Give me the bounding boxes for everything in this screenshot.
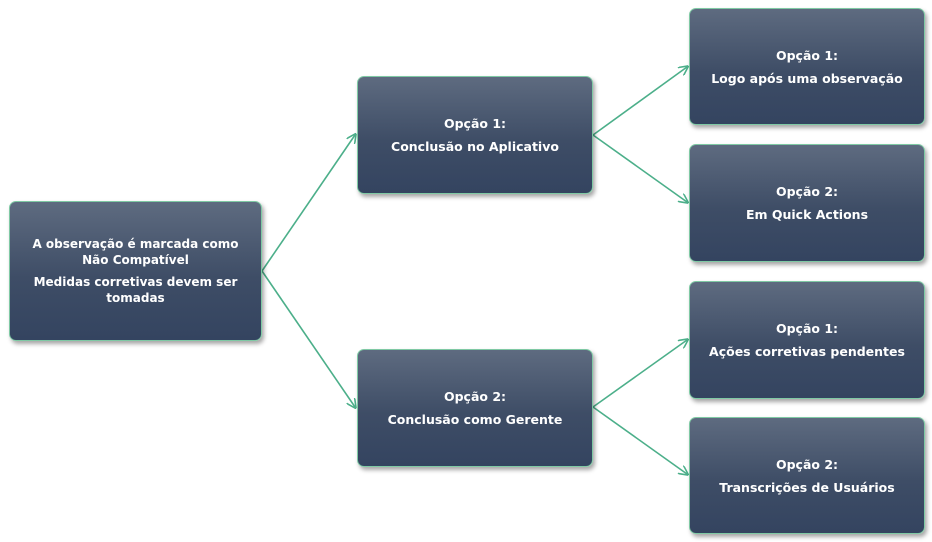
connector-root-to-option-1	[261, 135, 355, 272]
connector-option-1-to-option-1-1	[592, 67, 687, 136]
connector-option-2-to-option-2-1	[592, 340, 687, 408]
option-2-1-heading: Opção 1:	[775, 321, 839, 336]
root-node-line-2: Medidas corretivas devem ser tomadas	[33, 275, 238, 305]
connector-option-2-to-option-2-2	[592, 406, 687, 474]
option-2-1-text: Ações corretivas pendentes	[709, 344, 905, 359]
option-2-node: Opção 2: Conclusão como Gerente	[357, 349, 593, 467]
root-node: A observação é marcada como Não Compatív…	[9, 201, 262, 341]
option-1-2-node: Opção 2: Em Quick Actions	[689, 144, 925, 262]
option-1-2-heading: Opção 2:	[775, 184, 839, 199]
option-2-1-node: Opção 1: Ações corretivas pendentes	[689, 281, 925, 399]
option-2-heading: Opção 2:	[443, 389, 507, 404]
option-1-node: Opção 1: Conclusão no Aplicativo	[357, 76, 593, 194]
option-2-text: Conclusão como Gerente	[387, 412, 563, 427]
root-node-line-1: A observação é marcada como Não Compatív…	[32, 237, 239, 267]
option-1-text: Conclusão no Aplicativo	[391, 139, 559, 154]
option-2-2-heading: Opção 2:	[775, 456, 839, 472]
connector-option-1-to-option-1-2	[592, 134, 687, 202]
option-2-2-text: Transcrições de Usuários	[719, 479, 895, 495]
connector-root-to-option-2	[261, 270, 355, 407]
option-1-heading: Opção 1:	[443, 116, 507, 131]
option-1-1-node: Opção 1: Logo após uma observação	[689, 8, 925, 125]
option-1-2-text: Em Quick Actions	[745, 207, 869, 222]
option-1-1-heading: Opção 1:	[775, 47, 839, 63]
option-2-2-node: Opção 2: Transcrições de Usuários	[689, 417, 925, 534]
option-1-1-text: Logo após uma observação	[711, 70, 903, 86]
